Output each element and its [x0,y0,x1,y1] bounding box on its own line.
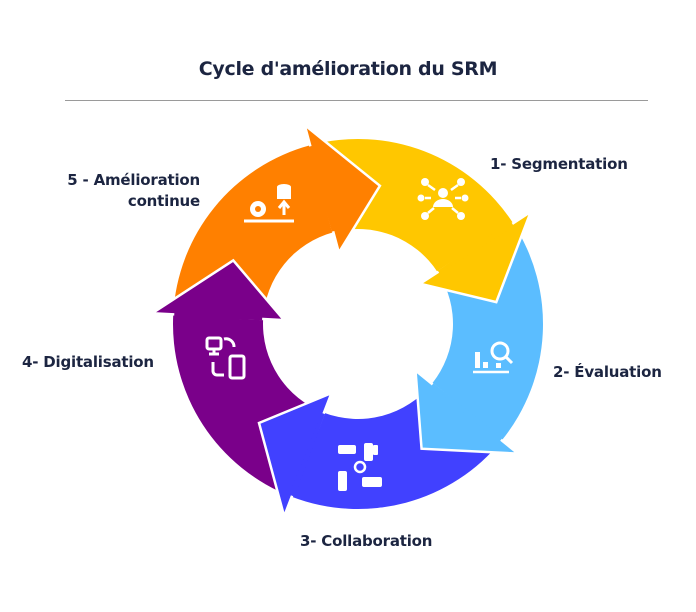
title-divider [65,100,648,101]
arrow-seam-digitalisation [174,311,263,321]
chart-search-icon [473,341,514,374]
network-people-icon [417,178,469,220]
step-label-segmentation: 1- Segmentation [490,155,628,173]
step-label-collaboration: 3- Collaboration [300,532,433,550]
step-label-amelioration: 5 - Amélioration continue [67,170,200,212]
arrow-seam-collaboration [289,413,325,497]
step-label-digitalisation: 4- Digitalisation [22,353,154,371]
step-label-amelioration-line2: continue [127,192,200,210]
arrow-seam-segmentation [437,221,515,274]
arrow-seam-evaluation [431,383,503,443]
arrow-seam-amelioration [307,145,335,232]
devices-sync-icon [205,336,246,380]
step-label-evaluation: 2- Évaluation [553,363,662,381]
diagram-title: Cycle d'amélioration du SRM [198,58,498,80]
hands-together-icon [338,443,382,491]
step-label-amelioration-line1: 5 - Amélioration [67,171,200,189]
gear-data-growth-icon [244,184,294,223]
